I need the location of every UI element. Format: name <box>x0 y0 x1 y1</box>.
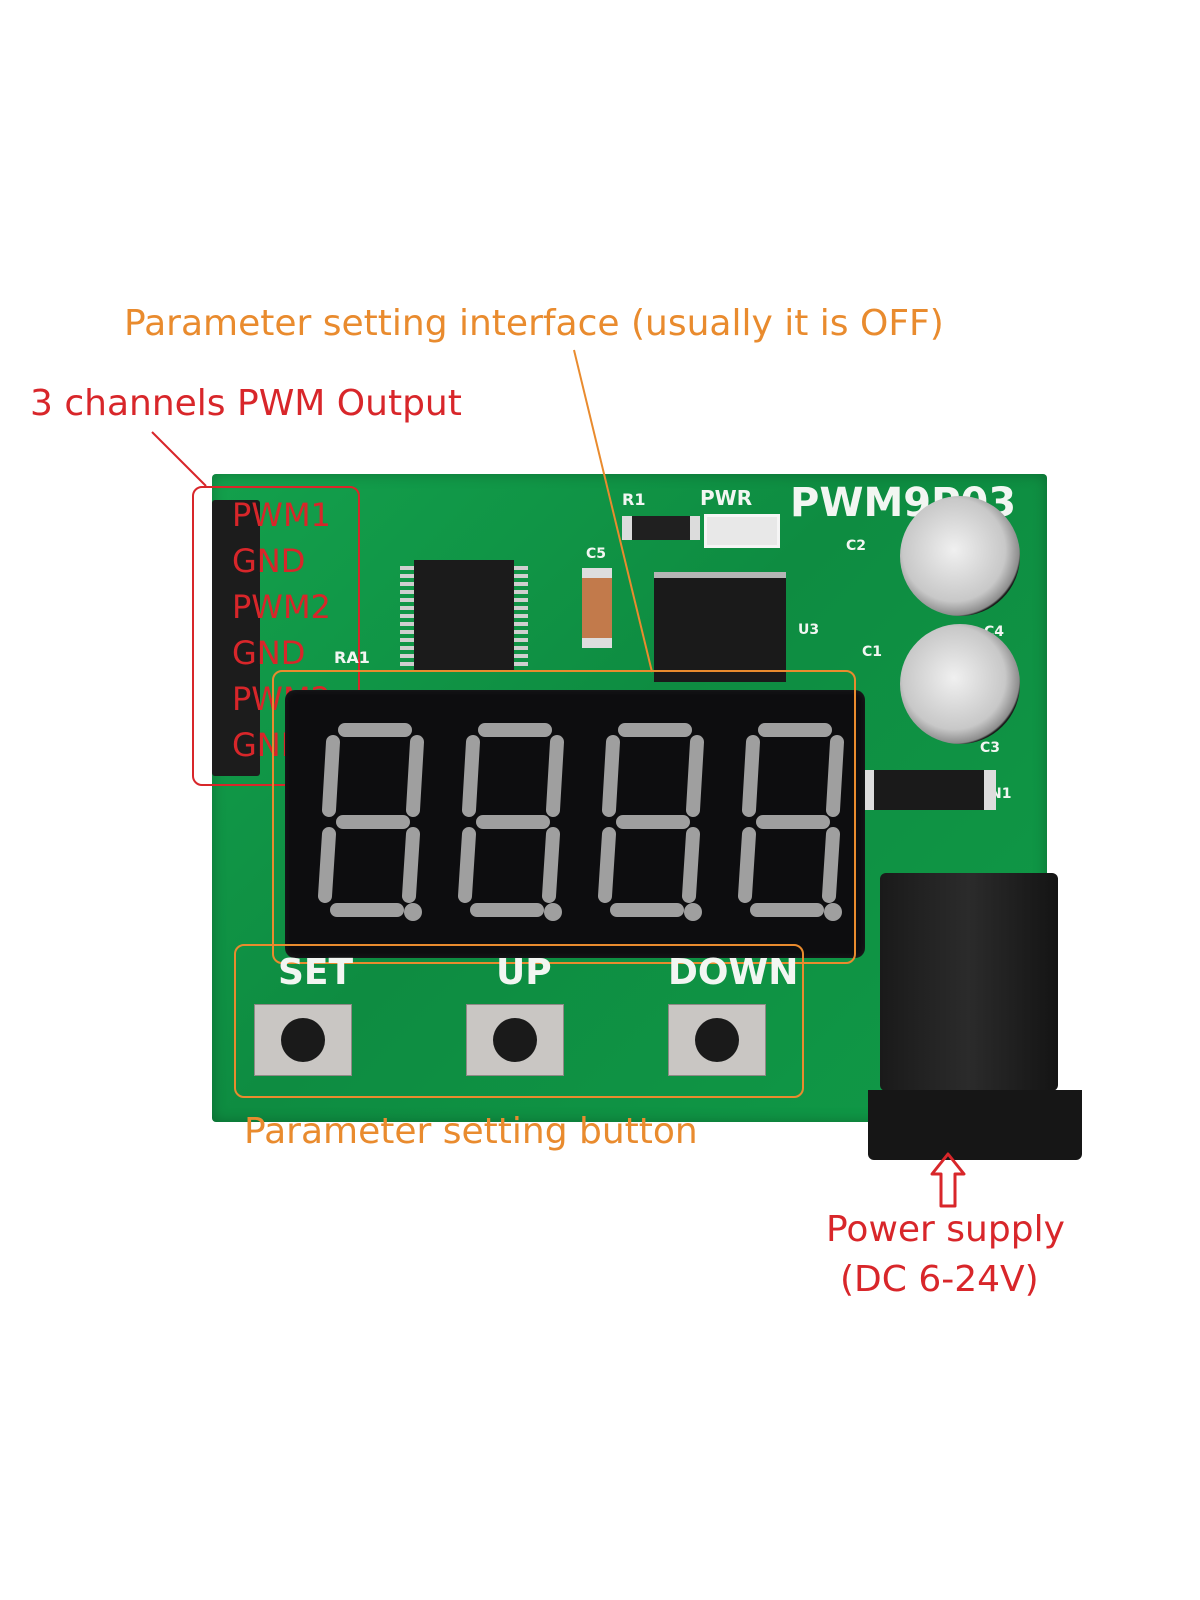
down-button[interactable] <box>668 1004 766 1076</box>
ic-pins-left <box>400 566 414 666</box>
digit-4 <box>738 723 844 917</box>
silk-c1: C1 <box>862 644 883 660</box>
set-button-cap[interactable] <box>281 1018 325 1062</box>
silk-u3: U3 <box>798 622 820 638</box>
up-arrow-icon <box>930 1152 966 1208</box>
seven-segment-display <box>285 690 865 958</box>
pwm-output-box <box>192 486 360 786</box>
display-callout-box <box>272 670 856 964</box>
dp-3 <box>684 903 702 921</box>
ic-pins-right <box>514 566 528 666</box>
ic-chip <box>414 560 514 672</box>
callout-parameter-button: Parameter setting button <box>244 1111 698 1152</box>
smd-n1 <box>862 770 996 810</box>
silk-pwr: PWR <box>700 486 753 510</box>
header-pins <box>212 500 260 776</box>
silk-r1: R1 <box>622 490 646 509</box>
digit-1 <box>318 723 424 917</box>
set-button[interactable] <box>254 1004 352 1076</box>
digit-3 <box>598 723 704 917</box>
dp-4 <box>824 903 842 921</box>
down-button-cap[interactable] <box>695 1018 739 1062</box>
dc-power-jack-front <box>868 1090 1082 1160</box>
capacitor-c2 <box>900 496 1020 616</box>
up-button-cap[interactable] <box>493 1018 537 1062</box>
up-button[interactable] <box>466 1004 564 1076</box>
capacitor-c1 <box>900 624 1020 744</box>
button-label-up: UP <box>496 952 552 993</box>
digit-2 <box>458 723 564 917</box>
callout-power-supply-line2: (DC 6-24V) <box>840 1259 1039 1300</box>
callout-power-supply-line1: Power supply <box>826 1209 1065 1250</box>
pin-label: PWM2 <box>232 588 331 626</box>
smd-r1 <box>622 516 700 540</box>
leader-pwm <box>151 431 207 487</box>
dp-2 <box>544 903 562 921</box>
pin-label: GND <box>232 634 306 672</box>
pin-label-list: PWM1 GND PWM2 GND PWM2 GND <box>232 496 362 772</box>
smd-pwr-led <box>704 514 780 548</box>
seven-segment-digits <box>318 723 844 921</box>
pin-label: PWM1 <box>232 496 331 534</box>
callout-parameter-interface: Parameter setting interface (usually it … <box>124 303 944 344</box>
regulator <box>654 572 786 682</box>
pin-label: GND <box>232 542 306 580</box>
button-label-down: DOWN <box>668 952 799 993</box>
dp-1 <box>404 903 422 921</box>
silk-c3: C3 <box>980 740 1001 756</box>
buttons-callout-box <box>234 944 804 1098</box>
silk-c5: C5 <box>586 546 607 562</box>
silk-c2: C2 <box>846 538 867 554</box>
smd-c5 <box>582 568 612 648</box>
silk-ra1: RA1 <box>334 648 370 667</box>
button-label-set: SET <box>278 952 354 993</box>
dc-power-jack <box>880 873 1058 1091</box>
callout-pwm-output: 3 channels PWM Output <box>30 383 462 424</box>
